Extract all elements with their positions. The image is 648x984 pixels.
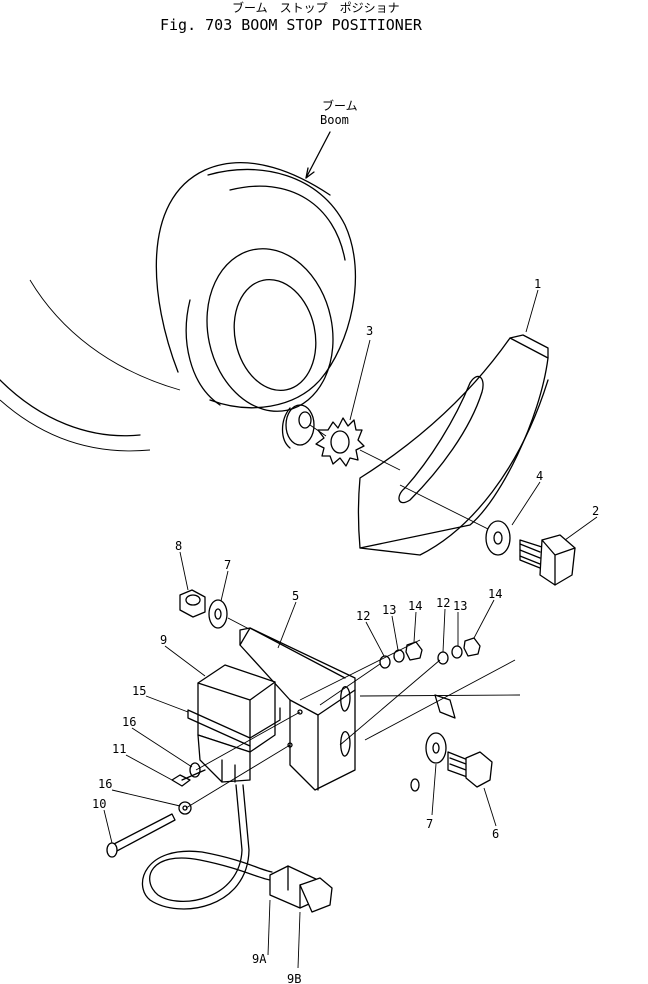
callout-13a: 13 (382, 603, 396, 617)
leader-lines (103, 289, 598, 844)
nut-14a (405, 641, 423, 661)
mounting-edge (299, 639, 521, 741)
centerline-2 (185, 744, 291, 809)
centerline-4 (339, 659, 441, 746)
callout-6: 6 (492, 827, 499, 841)
centerline-1 (195, 711, 301, 771)
callout-1: 1 (534, 277, 541, 291)
bracket (239, 627, 356, 791)
nut-14b (463, 637, 481, 657)
callout-7a: 7 (224, 558, 231, 572)
washer-7-lower (425, 732, 447, 764)
callout-14a: 14 (408, 599, 422, 613)
callout-14b: 14 (488, 587, 502, 601)
title-japanese: ブーム ストップ ポジショナ (232, 0, 400, 15)
callout-5: 5 (292, 589, 299, 603)
callout-13b: 13 (453, 599, 467, 613)
callout-9b: 9B (287, 972, 301, 984)
plate-washer (485, 520, 511, 556)
callout-10: 10 (92, 797, 106, 811)
centerline-3 (319, 663, 381, 706)
callout-4: 4 (536, 469, 543, 483)
washer-12b (437, 651, 449, 665)
title-english: Fig. 703 BOOM STOP POSITIONER (160, 16, 423, 34)
callout-9: 9 (160, 633, 167, 647)
lock-washer (309, 417, 401, 471)
callout-3: 3 (366, 324, 373, 338)
washer-13b (451, 645, 463, 659)
long-bolt (106, 813, 176, 858)
washer-7-upper (208, 599, 271, 641)
bolt-11 (171, 769, 206, 787)
callout-8: 8 (175, 539, 182, 553)
callout-12b: 12 (436, 596, 450, 610)
plate-bolt (519, 534, 576, 586)
boom (0, 131, 356, 452)
callout-15: 15 (132, 684, 146, 698)
stopper-plate (357, 334, 549, 556)
callout-9a: 9A (252, 952, 267, 966)
callout-12a: 12 (356, 609, 370, 623)
boom-label-japanese: ブーム (322, 98, 358, 113)
clamp-band (187, 707, 281, 747)
callout-16b: 16 (98, 777, 112, 791)
nut-8 (179, 589, 206, 618)
callout-11: 11 (112, 742, 126, 756)
cable-harness (141, 784, 333, 969)
callout-7b: 7 (426, 817, 433, 831)
bolt-6 (447, 751, 493, 788)
spring-washer-loose (410, 778, 420, 792)
callout-2: 2 (592, 504, 599, 518)
boom-label-english: Boom (320, 113, 349, 127)
washer-16-lower (178, 801, 192, 815)
callout-16a: 16 (122, 715, 136, 729)
limit-switch (197, 664, 276, 783)
